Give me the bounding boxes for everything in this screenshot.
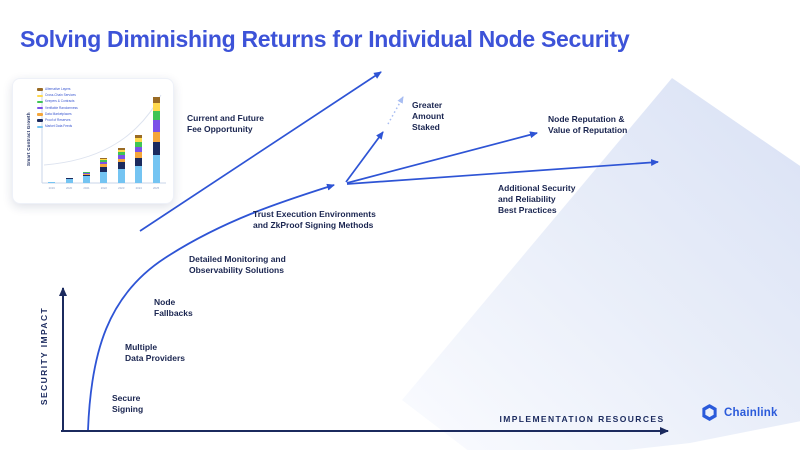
label-node-fallbacks: Node Fallbacks (154, 297, 193, 319)
inset-bar (48, 181, 56, 183)
brand-name: Chainlink (724, 406, 778, 419)
legend-label: Cross-Chain Services (45, 93, 76, 98)
inset-x-tick: 2019 (48, 186, 55, 190)
inset-x-tick: 2020 (65, 186, 73, 190)
inset-bar-segment (48, 182, 56, 183)
legend-label: Verifiable Randomness (45, 105, 78, 110)
inset-bar (65, 177, 73, 183)
inset-bar-segment (117, 152, 125, 155)
fee-opportunity-arrow (139, 71, 382, 232)
inset-bar-segment (100, 158, 108, 161)
inset-bar (100, 157, 108, 183)
label-secure-signing: Secure Signing (112, 393, 144, 415)
inset-bar-segment (83, 176, 90, 183)
inset-legend-item: Keepers & Contracts (37, 99, 78, 104)
inset-bar-segment (117, 158, 125, 163)
legend-color-chip (37, 119, 43, 122)
inset-bar-segment (117, 162, 125, 169)
inset-x-tick: 2022 (100, 186, 107, 190)
y-axis-label: SECURITY IMPACT (39, 307, 49, 405)
legend-color-chip (37, 113, 43, 116)
inset-legend-item: Market Data Feeds (37, 124, 78, 129)
background-hexagon (402, 78, 800, 450)
inset-bar-segment (83, 173, 90, 175)
inset-bar-segment (117, 148, 125, 150)
legend-color-chip (37, 106, 43, 110)
label-trust-execution: Trust Execution Environments and ZkProof… (253, 209, 376, 231)
inset-legend-item: Verifiable Randomness (37, 105, 78, 110)
legend-label: Alternative Layers (45, 87, 71, 91)
inset-bar-segment (135, 146, 143, 153)
inset-bar-segment (152, 120, 160, 132)
inset-bar-segment (100, 171, 108, 183)
inset-bar-segment (152, 102, 160, 111)
inset-bar-segment (100, 160, 108, 162)
inset-bar-segment (135, 152, 143, 158)
label-additional-security: Additional Security and Reliability Best… (498, 183, 576, 216)
greater-staked-arrow (345, 131, 384, 183)
label-node-reputation: Node Reputation & Value of Reputation (548, 114, 628, 136)
label-fee-opportunity: Current and Future Fee Opportunity (187, 113, 264, 135)
diminishing-returns-curve (87, 183, 335, 431)
axes (59, 287, 669, 435)
inset-x-tick: 2021 (83, 186, 90, 190)
inset-bar-segment (152, 131, 160, 142)
legend-color-chip (37, 100, 43, 104)
inset-bar-segment (135, 141, 143, 147)
inset-bar-segment (65, 179, 73, 183)
greater-staked-dotted-arrow (387, 96, 404, 125)
inset-bar-segment (83, 174, 90, 177)
inset-x-tick: 2024 (135, 186, 142, 190)
inset-bar (152, 97, 160, 183)
inset-bar-segment (100, 167, 108, 172)
inset-bar-segment (65, 178, 73, 180)
inset-legend-item: Proof of Reserves (37, 118, 78, 123)
page-title: Solving Diminishing Returns for Individu… (20, 26, 630, 52)
inset-trend-line (43, 94, 162, 166)
inset-legend-item: Alternative Layers (37, 87, 78, 91)
inset-bar-segment (117, 154, 125, 159)
best-practices-arrow (346, 159, 659, 185)
legend-color-chip (37, 88, 43, 91)
inset-bar-segment (135, 166, 143, 183)
inset-bar-segment (135, 135, 143, 139)
inset-bar-segment (100, 164, 108, 168)
inset-legend-item: Data Marketplaces (37, 111, 78, 116)
brand-logo: Chainlink (702, 404, 778, 421)
inset-x-tick: 2023 (118, 186, 125, 190)
legend-label: Market Data Feeds (45, 124, 73, 129)
inset-bar-segment (117, 168, 125, 183)
inset-bar-segment (152, 111, 160, 121)
legend-label: Keepers & Contracts (45, 99, 75, 104)
chainlink-hexagon-icon (702, 404, 717, 421)
inset-bar (83, 172, 90, 183)
inset-bar-segment (152, 97, 160, 103)
label-detailed-monitoring: Detailed Monitoring and Observability So… (189, 254, 286, 276)
inset-bar-segment (152, 154, 160, 183)
inset-bar-segment (135, 138, 143, 142)
legend-label: Proof of Reserves (45, 118, 71, 123)
legend-color-chip (37, 125, 43, 129)
inset-chart-frame (41, 91, 166, 184)
inset-x-tick: 2025 (152, 186, 160, 190)
legend-color-chip (37, 94, 43, 98)
inset-bar-segment (100, 161, 108, 165)
inset-bar-segment (135, 157, 143, 167)
node-reputation-arrow (346, 131, 538, 184)
inset-chart-card: Smart Contract Growth Alternative Layers… (12, 78, 174, 204)
x-axis-label: IMPLEMENTATION RESOURCES (499, 414, 664, 424)
label-multiple-data-providers: Multiple Data Providers (125, 342, 185, 364)
inset-bar-segment (152, 141, 160, 155)
inset-bar-segment (117, 149, 125, 153)
inset-legend-item: Cross-Chain Services (37, 93, 78, 98)
branch-arrows (139, 71, 659, 232)
label-greater-amount-staked: Greater Amount Staked (412, 100, 445, 133)
inset-bar (135, 135, 143, 183)
legend-label: Data Marketplaces (45, 111, 72, 116)
inset-bar-segment (100, 157, 108, 159)
inset-bar-segment (83, 172, 90, 174)
inset-bar (117, 148, 125, 183)
